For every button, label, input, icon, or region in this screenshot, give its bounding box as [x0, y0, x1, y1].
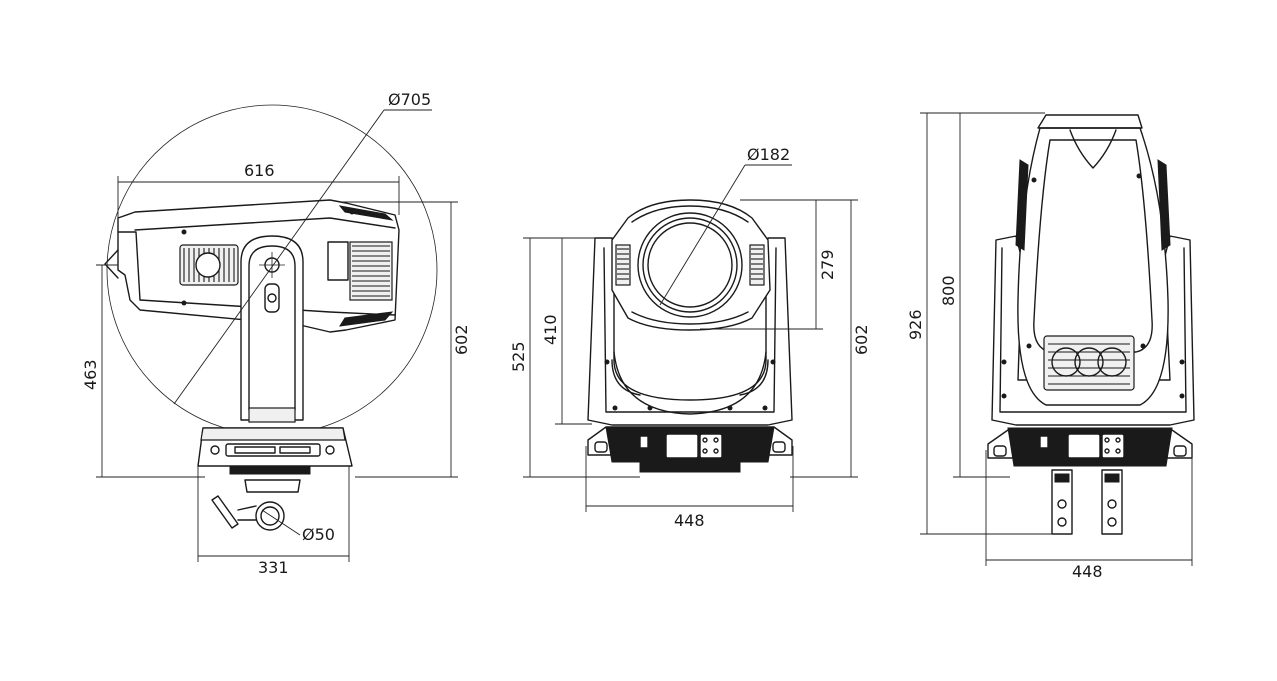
front-view: Ø182 279 602 410 525 448 — [509, 145, 871, 530]
back-view: 926 800 448 — [906, 112, 1195, 581]
dim-front-pivot-height: 410 — [541, 314, 560, 345]
side-base — [197, 427, 353, 475]
back-dim-lines — [920, 112, 1193, 566]
dim-clamp-diameter: Ø50 — [302, 525, 335, 544]
front-lens-ring — [637, 212, 743, 318]
side-rear-grille — [352, 245, 390, 297]
dim-front-base-width: 448 — [674, 511, 705, 530]
side-fan-grille — [183, 248, 235, 282]
front-head — [611, 199, 771, 331]
back-clamps — [1051, 469, 1123, 535]
front-lens — [647, 222, 733, 308]
side-dim-lines — [96, 176, 458, 562]
dim-back-base-width: 448 — [1072, 562, 1103, 581]
dim-side-base-width: 331 — [258, 558, 289, 577]
dim-front-head-height: 525 — [509, 341, 528, 372]
dim-head-length: 616 — [244, 161, 275, 180]
back-head — [1015, 114, 1171, 406]
dim-swing-diameter: Ø705 — [388, 90, 431, 109]
dim-side-total-height: 602 — [452, 324, 471, 355]
dim-front-total-height: 602 — [852, 324, 871, 355]
dim-back-total-height: 926 — [906, 309, 925, 340]
dim-lens-to-top: 279 — [818, 249, 837, 280]
back-fan-grille — [1048, 343, 1130, 385]
side-clamp — [211, 479, 301, 536]
back-base — [987, 427, 1193, 467]
front-dim-lines — [523, 199, 858, 512]
dim-side-pivot-height: 463 — [81, 359, 100, 390]
front-side-grilles — [617, 248, 763, 280]
dim-back-body-height: 800 — [939, 275, 958, 306]
front-base — [587, 426, 793, 473]
side-view: Ø705 616 602 463 Ø50 331 — [81, 90, 471, 577]
dim-lens-diameter: Ø182 — [747, 145, 790, 164]
side-yoke-arm — [240, 235, 304, 423]
